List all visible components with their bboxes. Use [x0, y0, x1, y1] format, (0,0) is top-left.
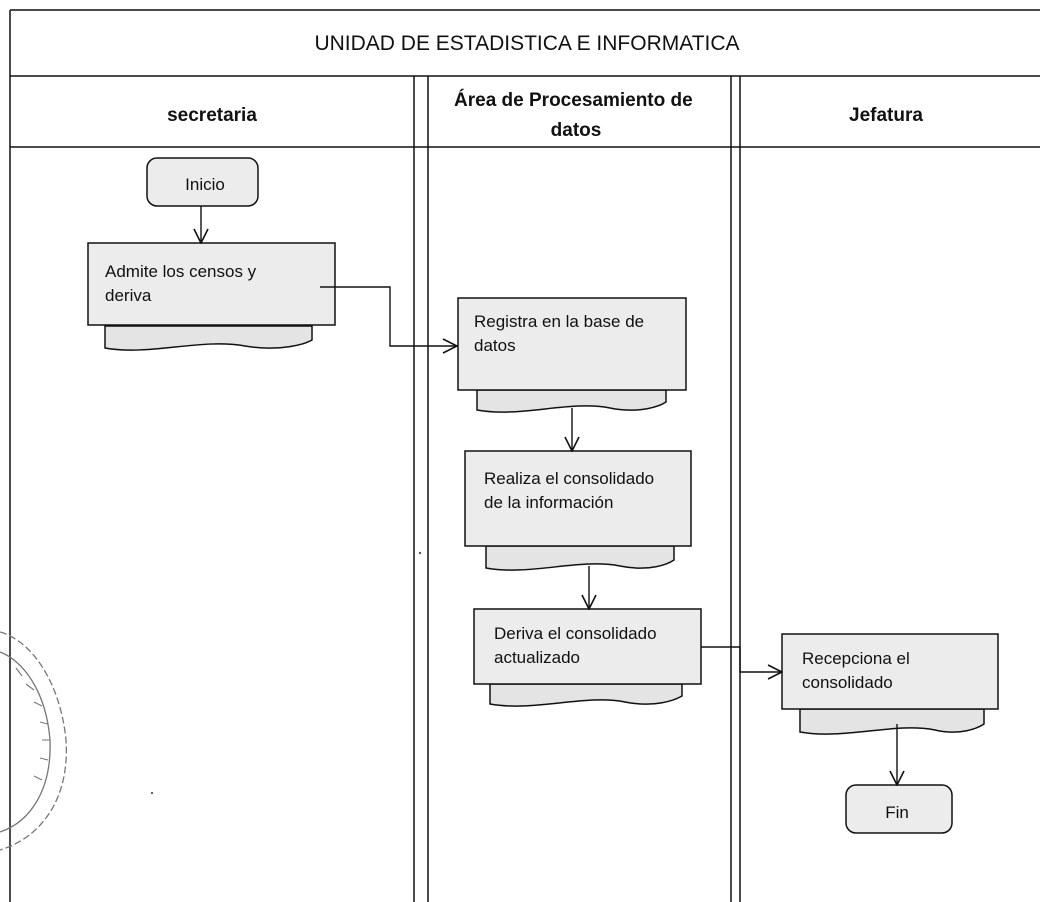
- process-step-admite-censos: Admite los censos y deriva: [87, 242, 336, 351]
- lane-header-line: Jefatura: [849, 105, 923, 126]
- connector-arrow: [701, 646, 781, 672]
- lane-header-procesamiento: Área de Procesamiento de datos: [454, 89, 698, 141]
- scan-speck: [150, 791, 154, 795]
- process-step-label: Deriva el consolidado actualizado: [494, 624, 661, 667]
- process-step-label: Registra en la base de datos: [474, 312, 649, 355]
- lane-header-line: secretaria: [167, 105, 257, 126]
- stamp-seal: [0, 631, 67, 851]
- process-step-line: Realiza el consolidado: [484, 469, 654, 488]
- process-step-deriva-consolidado: Deriva el consolidado actualizado: [473, 608, 702, 707]
- process-step-line: deriva: [105, 286, 152, 305]
- lane-header-line: datos: [551, 120, 602, 141]
- process-step-line: Deriva el consolidado: [494, 624, 657, 643]
- table-frame: [9, 9, 1040, 902]
- process-step-line: de la información: [484, 493, 613, 512]
- process-step-line: actualizado: [494, 648, 580, 667]
- lane-header-jefatura: Jefatura: [849, 105, 923, 126]
- diagram-title: UNIDAD DE ESTADISTICA E INFORMATICA: [314, 32, 739, 55]
- scan-speck: [418, 551, 422, 555]
- process-step-label: Admite los censos y deriva: [105, 262, 261, 305]
- process-step-line: Admite los censos y: [105, 262, 257, 281]
- end-label: Fin: [885, 803, 909, 822]
- process-step-label: Recepciona el consolidado: [802, 649, 914, 692]
- lane-header-line: Área de Procesamiento de: [454, 89, 693, 111]
- process-step-line: Registra en la base de: [474, 312, 644, 331]
- process-step-label: Realiza el consolidado de la información: [484, 469, 659, 512]
- process-step-line: consolidado: [802, 673, 893, 692]
- lane-header-secretaria: secretaria: [167, 105, 257, 126]
- process-step-registra-datos: Registra en la base de datos: [457, 297, 687, 413]
- end-terminator: Fin: [845, 784, 953, 834]
- process-step-recepciona-consolidado: Recepciona el consolidado: [781, 633, 999, 735]
- start-label: Inicio: [185, 175, 225, 194]
- process-step-line: datos: [474, 336, 516, 355]
- process-step-line: Recepciona el: [802, 649, 910, 668]
- connector-arrow: [320, 286, 456, 346]
- start-terminator: Inicio: [146, 157, 259, 207]
- process-step-realiza-consolidado: Realiza el consolidado de la información: [464, 450, 692, 571]
